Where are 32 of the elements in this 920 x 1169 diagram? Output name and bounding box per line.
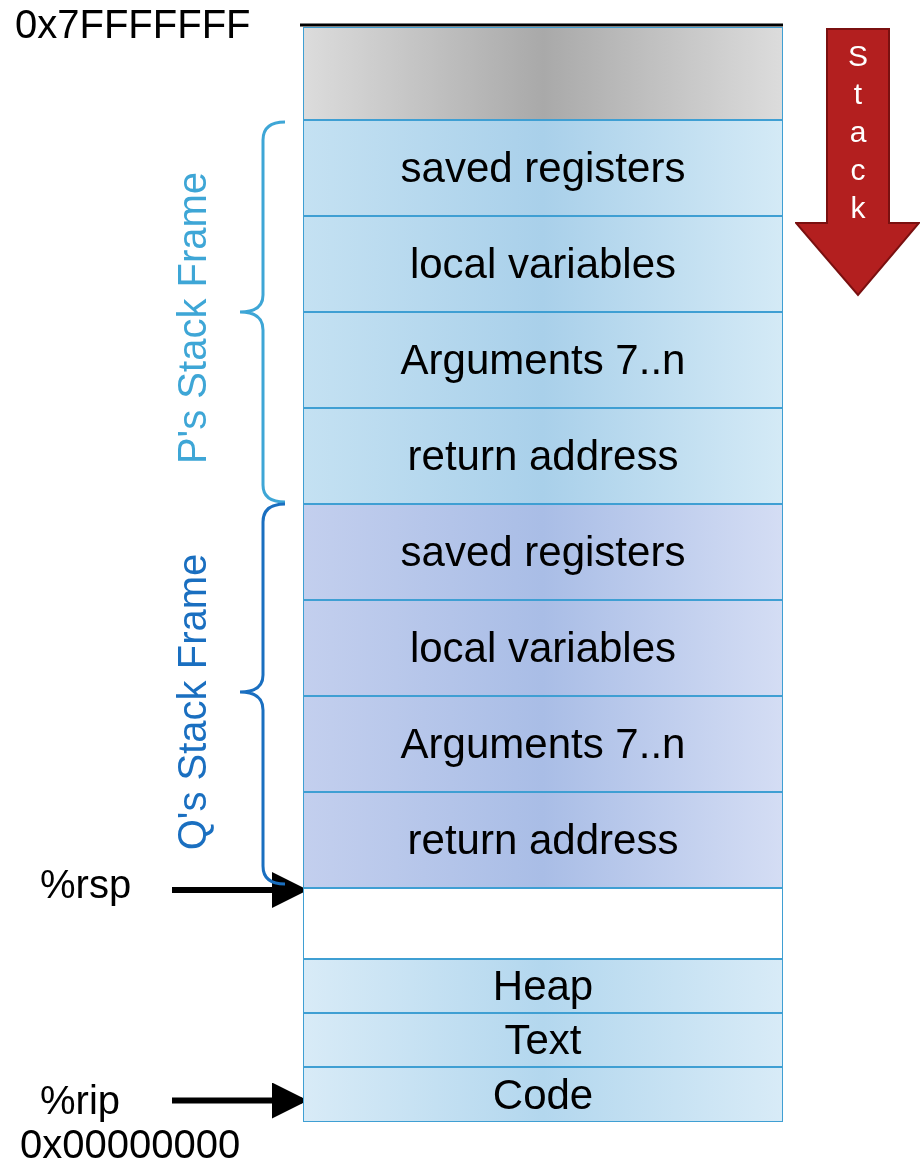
arrow-text: Stack xyxy=(847,38,869,226)
stack-cell xyxy=(303,600,783,696)
cell-text: saved registers xyxy=(400,528,686,576)
memory-cell xyxy=(303,27,783,120)
stack-cell xyxy=(303,504,783,600)
cell-text: Text xyxy=(504,1016,582,1064)
address-label: 0x00000000 xyxy=(20,1124,241,1164)
frame-label: P's Stack Frame xyxy=(172,171,213,465)
frame-label: Q's Stack Frame xyxy=(171,553,212,851)
cell-text: local variables xyxy=(409,624,677,672)
cell-text: Arguments 7..n xyxy=(400,336,686,384)
memory-cell xyxy=(303,888,783,959)
cell-text: local variables xyxy=(409,240,677,288)
address-label: 0x7FFFFFFF xyxy=(15,4,251,44)
stack-cell xyxy=(303,216,783,312)
cell-text: return address xyxy=(407,816,679,864)
stack-cell xyxy=(303,696,783,792)
cell-text: Heap xyxy=(492,962,594,1010)
cell-text: Arguments 7..n xyxy=(400,720,686,768)
memory-segment xyxy=(303,959,783,1013)
memory-segment xyxy=(303,1067,783,1122)
cell-text: saved registers xyxy=(400,144,686,192)
cell-text: Code xyxy=(492,1070,594,1119)
pointer-label: %rip xyxy=(40,1078,121,1123)
stack-cell xyxy=(303,312,783,408)
cell-text: return address xyxy=(407,432,679,480)
stack-cell xyxy=(303,792,783,888)
stack-cell xyxy=(303,408,783,504)
pointer-label: %rsp xyxy=(40,862,132,907)
memory-segment xyxy=(303,1013,783,1067)
stack-direction-arrow xyxy=(795,27,920,297)
stack-cell xyxy=(303,120,783,216)
